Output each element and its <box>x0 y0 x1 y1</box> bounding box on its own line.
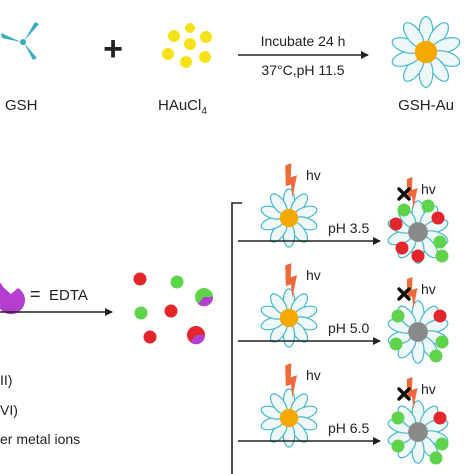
hv-label: hv <box>306 267 321 283</box>
red-ion <box>433 309 447 323</box>
ion-label-2: VI) <box>0 402 18 418</box>
ion-mixture <box>133 272 214 345</box>
ph-branch: hv pH 6.5 hv <box>238 363 449 465</box>
green-ion <box>397 203 411 217</box>
hv-quenched-label: hv <box>421 181 436 197</box>
green-ion <box>391 411 405 425</box>
red-ion <box>389 217 403 231</box>
condition-line-2: 37°C,pH 11.5 <box>261 62 344 78</box>
green-ion <box>435 335 449 349</box>
red-ion <box>143 330 157 344</box>
gsh-label: GSH <box>5 97 38 114</box>
gold-salt-icon <box>162 23 212 68</box>
ph-branches: hv pH 3.5 hv hv pH 5.0 hv hv pH 6.5 hv <box>238 163 449 465</box>
green-ion <box>429 349 443 363</box>
lightning-icon <box>406 277 418 309</box>
au-nanocluster-icon <box>260 188 318 248</box>
hv-label: hv <box>306 367 321 383</box>
green-ion <box>429 451 443 465</box>
green-ion <box>170 275 184 289</box>
ph-branch: hv pH 3.5 hv <box>238 163 449 264</box>
red-ion <box>164 304 178 318</box>
green-ion <box>433 235 447 249</box>
lightning-icon <box>406 177 418 209</box>
red-ion <box>431 211 445 225</box>
cross-mark-icon <box>397 287 411 301</box>
edta-ion-complex <box>187 326 206 345</box>
hv-quenched-label: hv <box>421 381 436 397</box>
red-ion <box>133 272 147 286</box>
ion-label-3: er metal ions <box>0 431 80 447</box>
lightning-icon <box>285 263 297 298</box>
ph-label: pH 5.0 <box>328 320 369 336</box>
gsh-au-label: GSH-Au <box>398 97 454 114</box>
lightning-icon <box>285 363 297 398</box>
lightning-icon <box>285 163 297 198</box>
green-ion <box>134 306 148 320</box>
green-ion <box>421 199 435 213</box>
gsh-au-flower <box>391 16 461 88</box>
haucl4-label: HAuCl4 <box>158 97 207 117</box>
green-ion <box>435 249 449 263</box>
green-ion <box>391 439 405 453</box>
gsh-au-nanocluster-icon <box>391 16 461 88</box>
edta-pacman-icon <box>0 282 25 315</box>
lightning-icon <box>406 377 418 409</box>
green-ion <box>435 437 449 451</box>
condition-line-1: Incubate 24 h <box>261 33 346 49</box>
green-ion <box>391 309 405 323</box>
red-ion <box>411 249 425 263</box>
cross-mark-icon <box>397 187 411 201</box>
ph-branch: hv pH 5.0 hv <box>238 263 449 364</box>
edta-label: EDTA <box>49 287 88 304</box>
hv-quenched-label: hv <box>421 281 436 297</box>
branch-bracket <box>231 202 242 474</box>
red-ion <box>395 241 409 255</box>
au-nanocluster-icon <box>260 288 318 348</box>
gsh-icon <box>1 22 39 60</box>
equals-sign: = <box>30 284 41 304</box>
plus-sign: + <box>103 30 123 68</box>
au-nanocluster-icon <box>260 388 318 448</box>
ph-label: pH 6.5 <box>328 420 369 436</box>
cross-mark-icon <box>397 387 411 401</box>
ion-label-1: II) <box>0 372 12 388</box>
hv-label: hv <box>306 167 321 183</box>
edta-ion-complex <box>195 288 214 307</box>
ph-label: pH 3.5 <box>328 220 369 236</box>
haucl4-text: HAuCl <box>158 97 201 114</box>
haucl4-subscript: 4 <box>201 106 207 117</box>
red-ion <box>433 411 447 425</box>
green-ion <box>389 337 403 351</box>
